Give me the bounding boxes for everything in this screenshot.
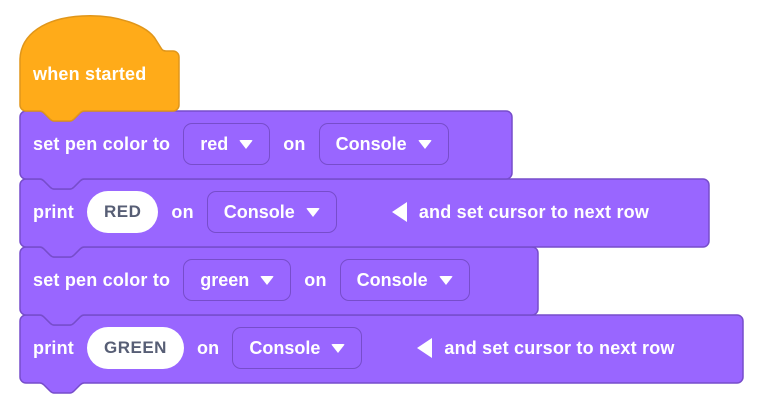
dropdown-caret-icon	[305, 207, 320, 217]
block-set-pen-color-red[interactable]: set pen color to red on Console	[19, 110, 513, 190]
collapse-arrow-icon[interactable]	[391, 202, 407, 222]
target-dropdown[interactable]: Console	[232, 327, 363, 369]
hat-block-shape	[19, 15, 180, 122]
print-label: print	[33, 201, 74, 222]
dropdown-caret-icon	[239, 139, 254, 149]
target-dropdown[interactable]: Console	[339, 259, 470, 301]
collapse-section[interactable]: and set cursor to next row	[391, 201, 650, 223]
dropdown-value: Console	[249, 337, 321, 358]
dropdown-caret-icon	[331, 343, 346, 353]
dropdown-caret-icon	[260, 275, 275, 285]
print-text-input[interactable]: RED	[87, 191, 159, 233]
dropdown-value: green	[200, 269, 250, 290]
dropdown-value: red	[200, 133, 229, 154]
collapse-label: and set cursor to next row	[444, 337, 675, 358]
dropdown-value: Console	[223, 201, 295, 222]
block-set-pen-color-green[interactable]: set pen color to green on Console	[19, 246, 539, 326]
dropdown-value: Console	[356, 269, 428, 290]
on-label: on	[196, 337, 220, 358]
target-dropdown[interactable]: Console	[206, 191, 337, 233]
dropdown-value: Console	[335, 133, 407, 154]
collapse-arrow-icon[interactable]	[417, 338, 433, 358]
block-print-red[interactable]: print RED on Console and set cursor to n…	[19, 178, 710, 258]
on-label: on	[283, 133, 306, 154]
on-label: on	[171, 201, 194, 222]
pen-color-dropdown[interactable]: green	[183, 259, 292, 301]
target-dropdown[interactable]: Console	[318, 123, 449, 165]
block-print-green[interactable]: print GREEN on Console and set cursor to…	[19, 314, 744, 394]
print-label: print	[33, 337, 74, 358]
when-started-label: when started	[33, 64, 147, 84]
collapse-section[interactable]: and set cursor to next row	[417, 338, 674, 359]
pen-color-dropdown[interactable]: red	[183, 123, 271, 165]
on-label: on	[304, 269, 327, 290]
print-text-input[interactable]: GREEN	[87, 327, 184, 369]
collapse-label: and set cursor to next row	[418, 201, 650, 222]
set-pen-color-label: set pen color to	[33, 269, 171, 290]
dropdown-caret-icon	[438, 275, 453, 285]
set-pen-color-label: set pen color to	[33, 133, 171, 154]
dropdown-caret-icon	[417, 139, 432, 149]
block-when-started[interactable]: when started	[19, 13, 180, 122]
